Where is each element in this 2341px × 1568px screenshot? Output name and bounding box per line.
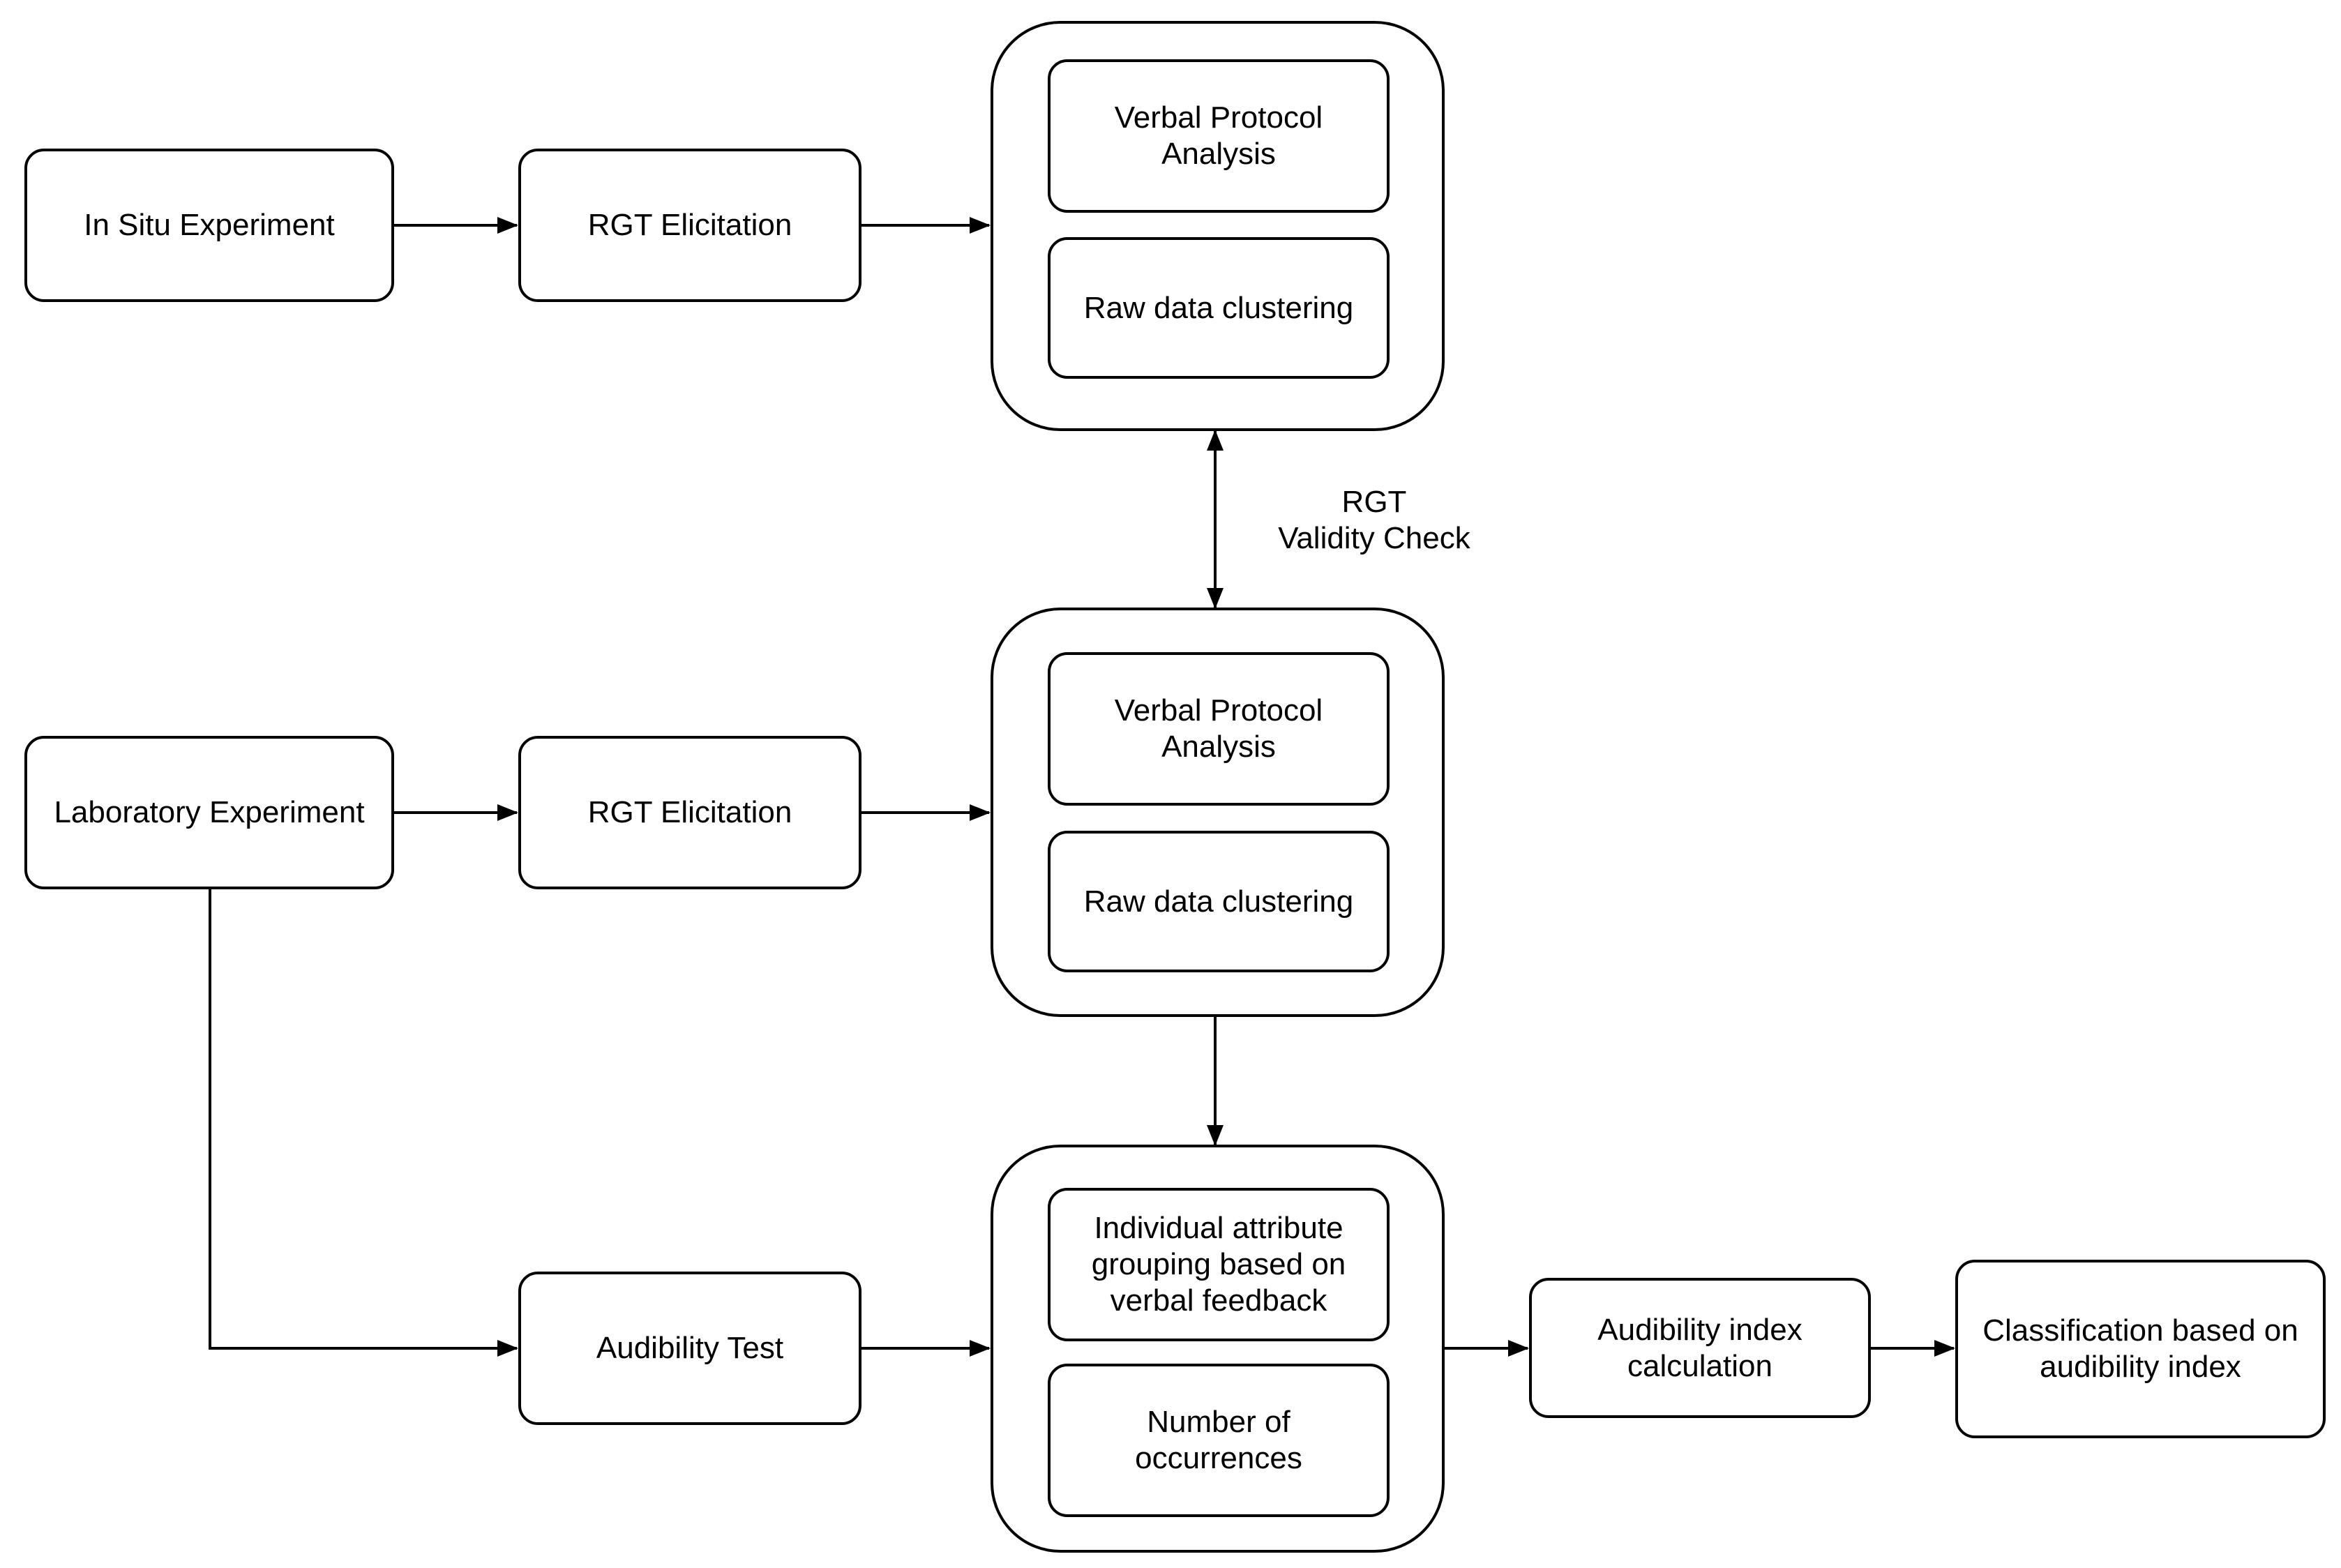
node-raw-data-clustering-2: Raw data clustering: [1048, 831, 1390, 972]
node-laboratory-experiment: Laboratory Experiment: [24, 736, 394, 889]
node-verbal-protocol-analysis-2: Verbal Protocol Analysis: [1048, 652, 1390, 806]
node-rgt-elicitation-1: RGT Elicitation: [518, 149, 861, 302]
node-audibility-test: Audibility Test: [518, 1272, 861, 1425]
node-classification: Classification based on audibility index: [1955, 1260, 2326, 1438]
node-audibility-index-calculation: Audibility index calculation: [1529, 1278, 1871, 1418]
node-rgt-elicitation-2: RGT Elicitation: [518, 736, 861, 889]
node-raw-data-clustering-1: Raw data clustering: [1048, 237, 1390, 379]
node-number-of-occurrences: Number of occurrences: [1048, 1364, 1390, 1517]
node-verbal-protocol-analysis-1: Verbal Protocol Analysis: [1048, 59, 1390, 213]
node-attribute-grouping: Individual attribute grouping based on v…: [1048, 1188, 1390, 1341]
arrow-lab-to-audibility-test: [209, 889, 518, 1357]
node-in-situ-experiment: In Situ Experiment: [24, 149, 394, 302]
label-rgt-validity-check: RGT Validity Check: [1278, 485, 1470, 555]
